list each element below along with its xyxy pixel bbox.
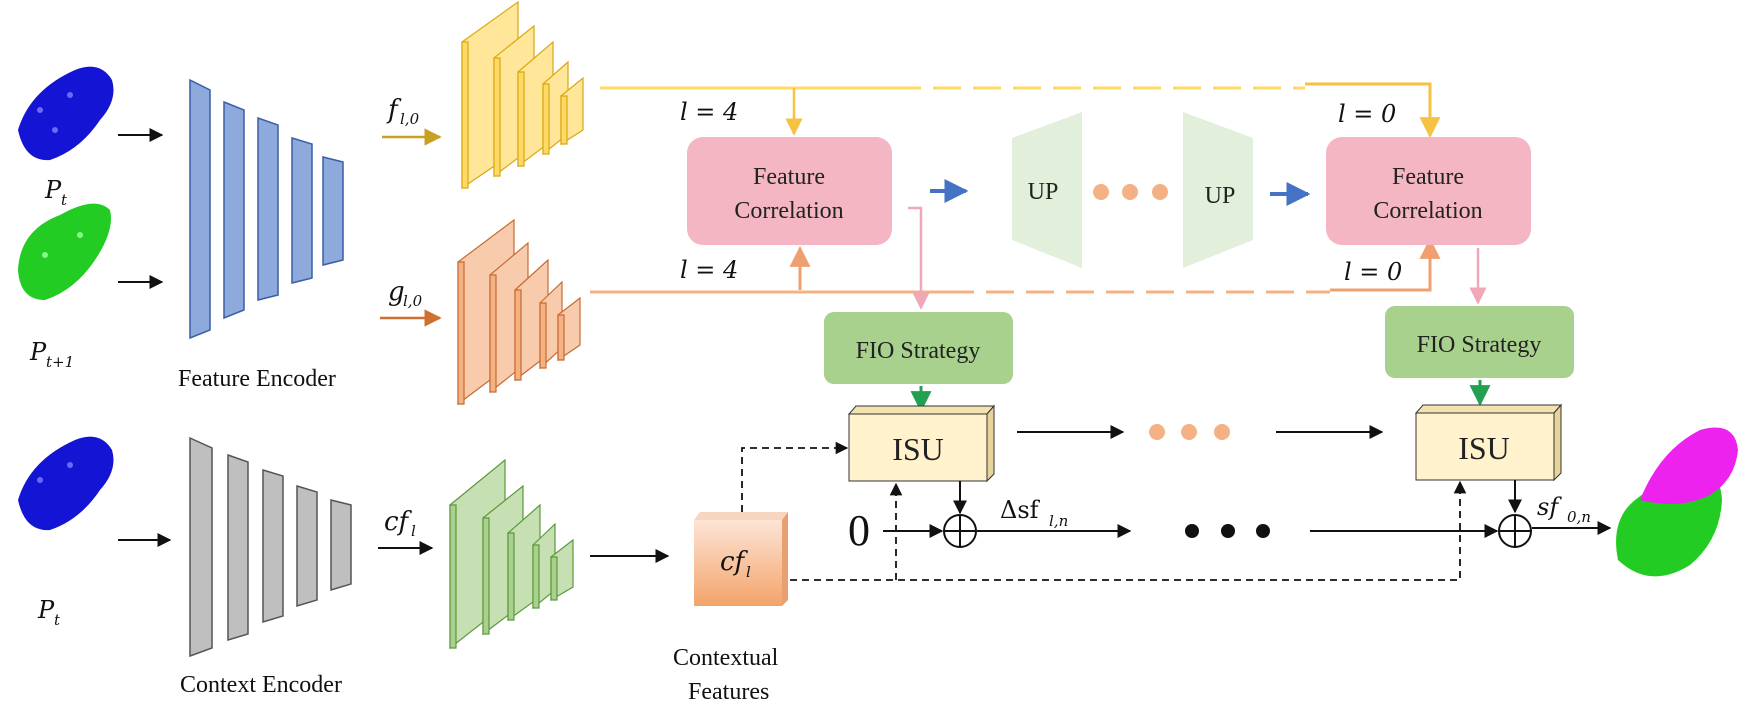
contextual-label-2: Features: [688, 679, 769, 705]
context-encoder-label: Context Encoder: [180, 672, 342, 698]
svg-text:g: g: [388, 277, 405, 307]
dashed-cf-isu-left: [741, 441, 849, 512]
ellipsis-isu: [1149, 424, 1230, 440]
plus-circle-right: [1498, 514, 1532, 548]
label-g: g l,0: [388, 277, 423, 310]
up-block-left: UP: [1012, 112, 1082, 268]
svg-text:Feature: Feature: [1392, 164, 1464, 190]
feature-correlation-right: Feature Correlation: [1326, 137, 1531, 245]
ellipsis-up: [1093, 184, 1168, 200]
isu-block-right: ISU: [1414, 403, 1563, 482]
level-l4-top: l = 4: [680, 98, 738, 126]
svg-text:l: l: [746, 563, 751, 581]
label-pt1: P t+1: [29, 338, 74, 371]
label-pt-top: P t: [44, 176, 68, 209]
svg-text:P: P: [37, 596, 55, 624]
isu-block-left: ISU: [847, 404, 996, 483]
feature-encoder: [189, 78, 344, 340]
svg-text:cf: cf: [720, 547, 749, 577]
label-sf: sf 0,n: [1537, 493, 1591, 526]
context-encoder: [189, 436, 352, 658]
level-l0-bottom: l = 0: [1344, 258, 1402, 286]
svg-text:ISU: ISU: [892, 431, 944, 467]
fio-strategy-left: FIO Strategy: [824, 312, 1013, 384]
label-delta-sf: Δsf l,n: [1000, 496, 1068, 530]
fio-strategy-right: FIO Strategy: [1385, 306, 1574, 378]
label-pt-bottom: P t: [37, 596, 61, 629]
svg-text:cf: cf: [384, 507, 413, 537]
feature-encoder-label: Feature Encoder: [178, 366, 336, 392]
point-cloud-pt1: [18, 203, 111, 300]
label-cf: cf l: [384, 507, 416, 540]
svg-text:FIO Strategy: FIO Strategy: [1417, 332, 1542, 358]
point-cloud-output: [1616, 427, 1738, 577]
svg-text:l: l: [411, 522, 416, 540]
contextual-features-cube: cf l: [694, 512, 788, 606]
svg-text:sf: sf: [1537, 493, 1562, 521]
svg-text:Δsf: Δsf: [1000, 496, 1041, 524]
dashed-cf-isu-right: [790, 480, 1467, 581]
pyramid-orange: [457, 218, 581, 406]
svg-text:FIO Strategy: FIO Strategy: [856, 338, 981, 364]
label-f: f l,0: [386, 95, 420, 128]
level-l4-bottom: l = 4: [680, 256, 738, 284]
svg-text:0,n: 0,n: [1567, 508, 1591, 526]
svg-text:UP: UP: [1205, 183, 1236, 209]
orange-feature-path: [590, 237, 1441, 294]
svg-text:l,n: l,n: [1049, 512, 1068, 530]
svg-text:P: P: [44, 176, 62, 204]
feature-correlation-left: Feature Correlation: [687, 137, 892, 245]
contextual-label-1: Contextual: [673, 645, 779, 671]
pyramid-yellow: [461, 0, 584, 190]
svg-text:Feature: Feature: [753, 164, 825, 190]
svg-text:t: t: [61, 191, 68, 209]
arrow-corr-fio-left: [908, 206, 930, 310]
level-l0-top: l = 0: [1338, 100, 1396, 128]
svg-text:ISU: ISU: [1458, 430, 1510, 466]
up-block-right: UP: [1183, 112, 1253, 268]
svg-text:l,0: l,0: [400, 110, 420, 128]
yellow-feature-path: [600, 82, 1441, 139]
svg-text:Correlation: Correlation: [734, 198, 843, 224]
initial-zero: 0: [848, 506, 870, 555]
point-cloud-pt-bottom: [18, 436, 114, 531]
svg-text:P: P: [29, 338, 47, 366]
plus-circle-left: [943, 514, 977, 548]
svg-text:UP: UP: [1028, 179, 1059, 205]
point-cloud-pt-top: [18, 66, 114, 161]
svg-text:l,0: l,0: [403, 292, 423, 310]
svg-text:t+1: t+1: [46, 353, 74, 371]
pyramid-green: [449, 458, 574, 650]
ellipsis-flow: [1185, 524, 1270, 538]
svg-text:Correlation: Correlation: [1373, 198, 1482, 224]
svg-text:t: t: [54, 611, 61, 629]
